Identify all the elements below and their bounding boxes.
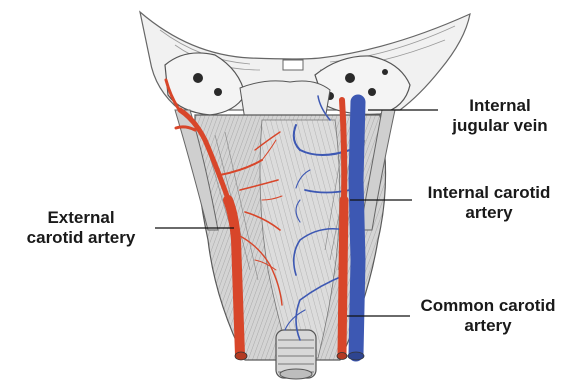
label-common-carotid-artery: Common carotid artery bbox=[412, 296, 564, 336]
left-artery-end bbox=[235, 352, 247, 360]
clivus-plate bbox=[283, 60, 303, 70]
label-internal-jugular-vein: Internal jugular vein bbox=[440, 96, 560, 136]
central-bone bbox=[240, 81, 330, 120]
internal-carotid-artery-vessel bbox=[342, 100, 344, 200]
right-artery-end bbox=[337, 353, 347, 360]
trachea bbox=[276, 330, 316, 379]
vein-end bbox=[348, 352, 364, 360]
label-internal-carotid-artery: Internal carotid artery bbox=[414, 183, 564, 223]
common-carotid-artery-vessel bbox=[342, 200, 344, 354]
label-external-carotid-artery: External carotid artery bbox=[6, 208, 156, 248]
